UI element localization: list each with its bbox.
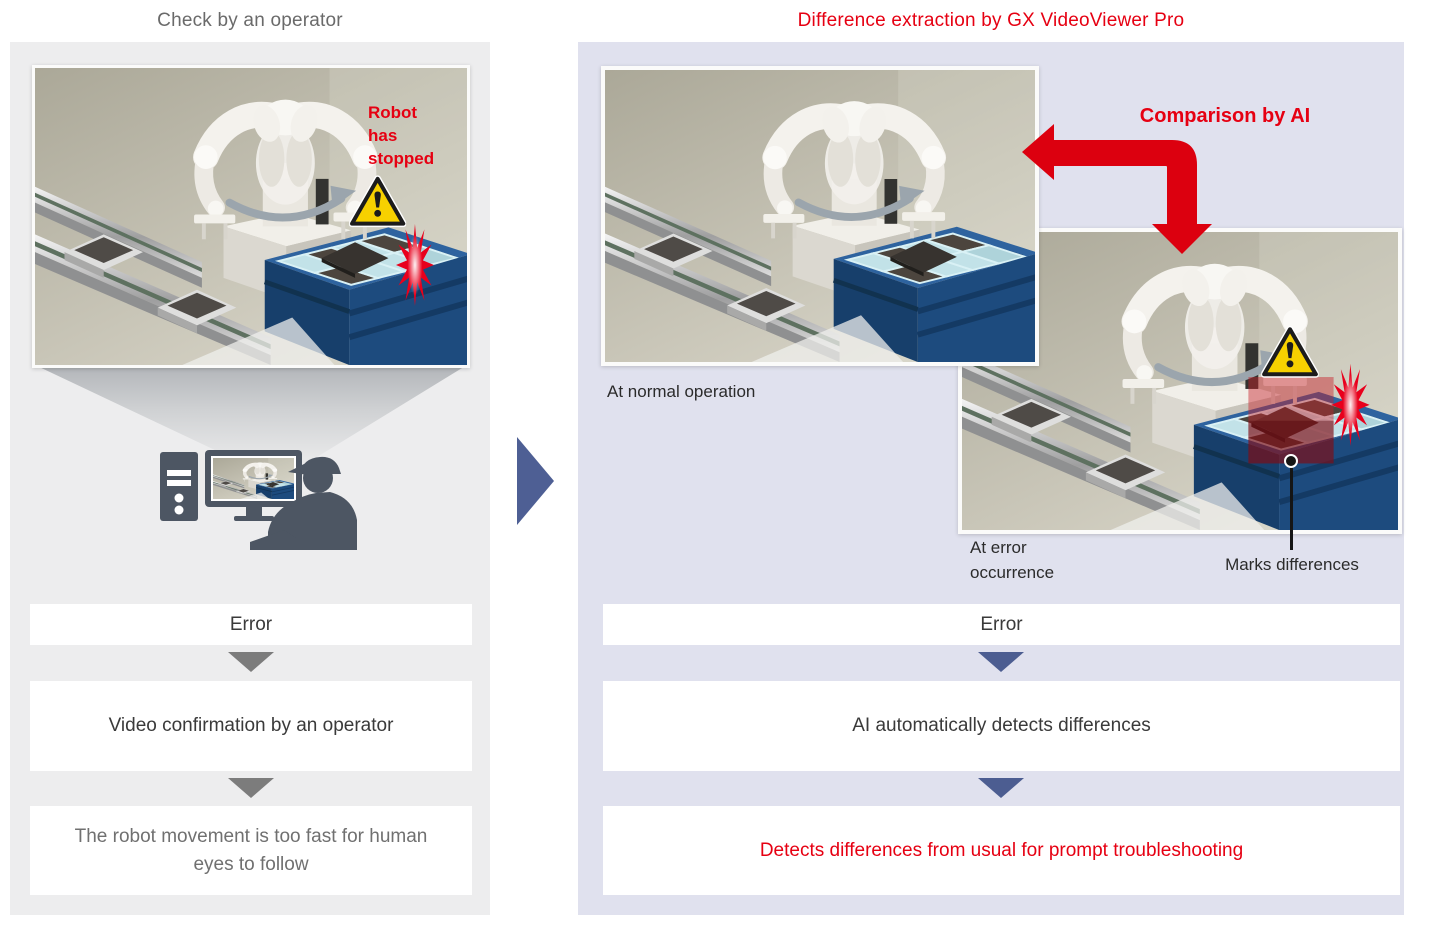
flow-text: Video confirmation by an operator bbox=[108, 715, 394, 737]
callout-dot bbox=[1284, 454, 1298, 468]
right-flow-step-error: Error bbox=[603, 604, 1400, 645]
operator-silhouette-icon bbox=[250, 456, 357, 550]
left-flow-step-error: Error bbox=[30, 604, 472, 645]
error-occurrence-label: At error occurrence bbox=[970, 538, 1055, 582]
flow-text: AI automatically detects differences bbox=[852, 715, 1151, 737]
left-flow-step-confirmation: Video confirmation by an operator bbox=[30, 681, 472, 771]
robot-stopped-image bbox=[32, 65, 470, 368]
left-flow-step-limitation: The robot movement is too fast for human… bbox=[30, 806, 472, 895]
operator-at-monitor bbox=[160, 450, 357, 550]
callout-line bbox=[1290, 462, 1293, 550]
pc-tower-icon bbox=[160, 452, 198, 521]
comparison-by-ai-label: Comparison by AI bbox=[1139, 105, 1311, 127]
right-flow-step-result: Detects differences from usual for promp… bbox=[603, 806, 1400, 895]
difference-highlight bbox=[1248, 377, 1334, 464]
flow-text: Error bbox=[980, 613, 1023, 635]
flow-text: The robot movement is too fast for human… bbox=[74, 825, 428, 875]
right-flow-step-ai-detects: AI automatically detects differences bbox=[603, 681, 1400, 771]
flow-text: Error bbox=[229, 613, 273, 635]
flow-text: Detects differences from usual for promp… bbox=[759, 839, 1244, 861]
marks-differences-label: Marks differences bbox=[1225, 555, 1359, 574]
forward-arrow-icon bbox=[517, 437, 554, 525]
normal-operation-image bbox=[601, 66, 1039, 366]
comparison-arrow-icon bbox=[1022, 124, 1212, 254]
right-column-title: Difference extraction by GX VideoViewer … bbox=[797, 10, 1185, 31]
left-column-title: Check by an operator bbox=[157, 10, 343, 31]
normal-operation-label: At normal operation bbox=[607, 382, 756, 401]
monitor-icon bbox=[205, 450, 302, 521]
robot-stopped-note: Robot has stopped bbox=[368, 103, 435, 168]
